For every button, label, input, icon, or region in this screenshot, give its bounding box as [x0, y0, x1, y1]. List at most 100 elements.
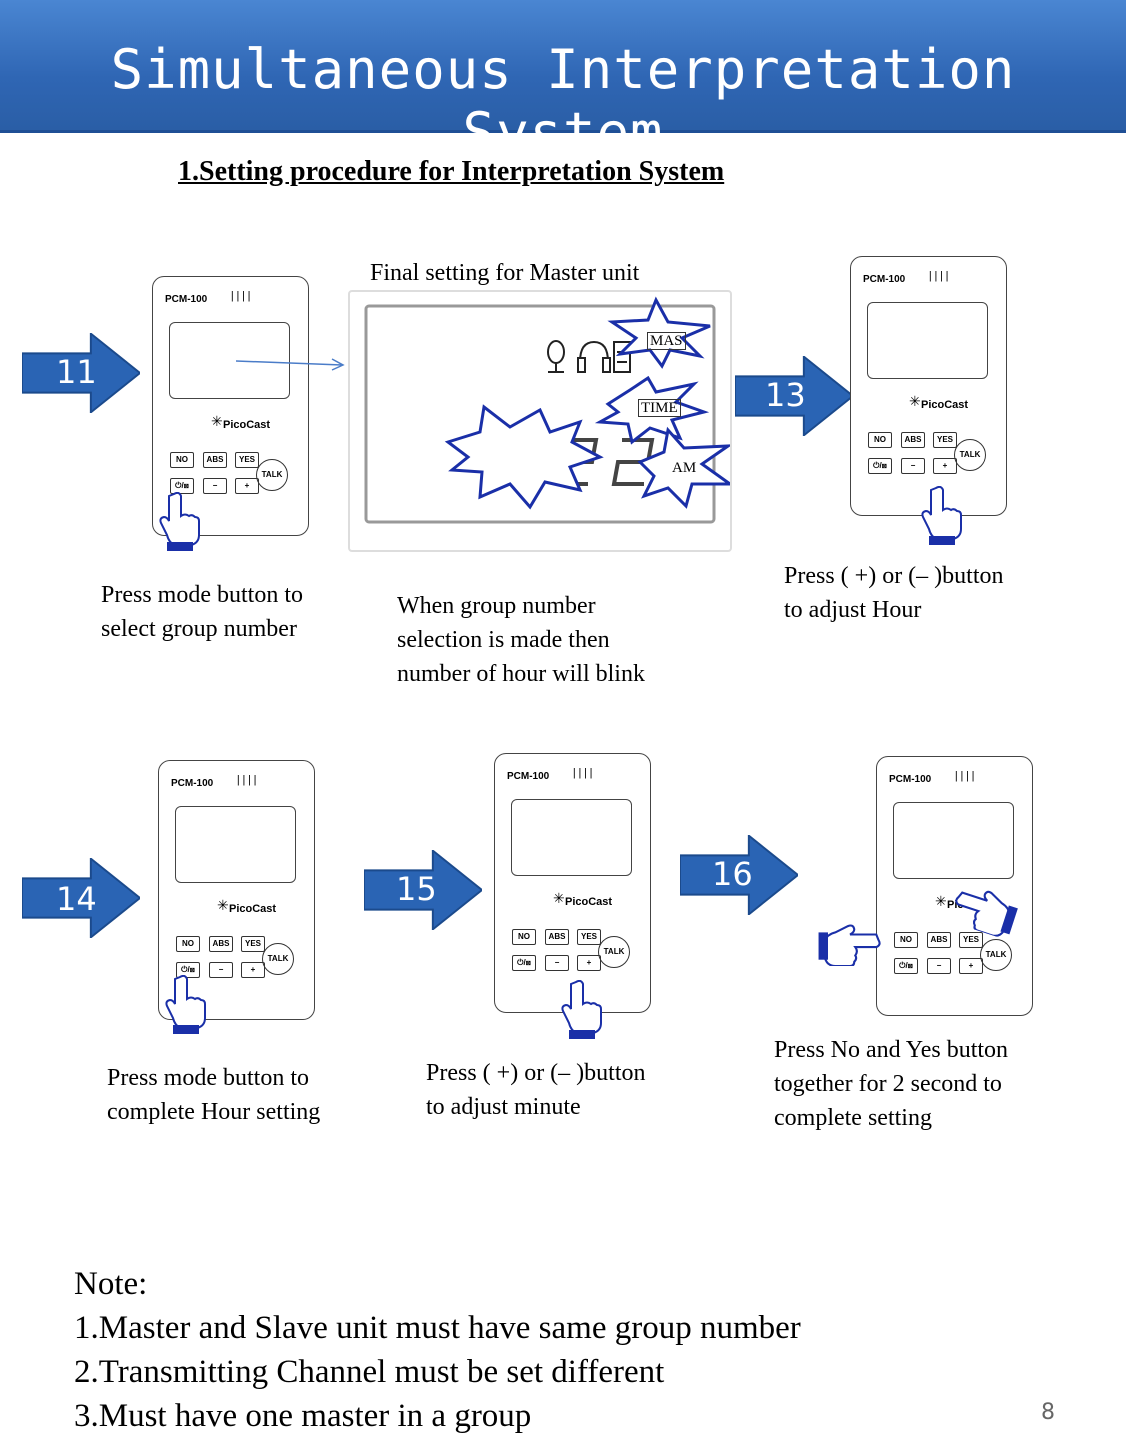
mode-power-button[interactable]: ⏻/⊠: [868, 458, 892, 474]
abs-button[interactable]: ABS: [209, 936, 233, 952]
step-13-arrow: 13: [735, 356, 853, 436]
zoom-connector-arrow: [236, 358, 345, 371]
no-button[interactable]: NO: [512, 929, 536, 945]
minus-button[interactable]: −: [901, 458, 925, 474]
device-brand-label: PicoCast: [921, 399, 969, 411]
abs-button[interactable]: ABS: [927, 932, 951, 948]
pointing-hand-right-icon: [816, 924, 882, 966]
page-number: 8: [1041, 1400, 1055, 1425]
step-15-number: 15: [396, 870, 437, 908]
device-screen: [511, 799, 632, 876]
yes-button[interactable]: YES: [241, 936, 265, 952]
minus-button[interactable]: −: [209, 962, 233, 978]
mode-power-button[interactable]: ⏻/⊠: [176, 962, 200, 978]
mode-power-button[interactable]: ⏻/⊠: [894, 958, 918, 974]
no-button[interactable]: NO: [868, 432, 892, 448]
plus-button[interactable]: +: [577, 955, 601, 971]
pointing-hand-icon: [920, 486, 962, 546]
speaker-grille: ||||: [571, 768, 594, 780]
step-14-arrow: 14: [22, 858, 140, 938]
step-15-arrow: 15: [364, 850, 482, 930]
yes-button[interactable]: YES: [235, 452, 259, 468]
brand-logo-icon: ✳: [935, 895, 947, 910]
speaker-grille: ||||: [953, 771, 976, 783]
minus-button[interactable]: −: [927, 958, 951, 974]
pcm100-device-2: PCM-100 |||| ✳ PicoCast NO ABS YES ⏻/⊠ −…: [850, 256, 1007, 516]
pointing-hand-icon: [164, 975, 206, 1035]
speaker-grille: ||||: [927, 271, 950, 283]
headphones-icon: [577, 340, 611, 373]
device-model-label: PCM-100: [171, 778, 214, 789]
speaker-grille: ||||: [235, 775, 258, 787]
page-title: Simultaneous Interpretation System: [110, 38, 1016, 164]
device-model-label: PCM-100: [165, 294, 208, 305]
microphone-icon: [547, 340, 565, 373]
talk-button[interactable]: TALK: [262, 943, 294, 975]
step-11-arrow: 11: [22, 333, 140, 413]
am-indicator: AM: [672, 460, 697, 476]
plus-button[interactable]: +: [241, 962, 265, 978]
brand-logo-icon: ✳: [909, 395, 921, 410]
step-13-number: 13: [765, 376, 806, 414]
yes-button[interactable]: YES: [577, 929, 601, 945]
notes-heading: Note:: [74, 1266, 148, 1302]
am-burst: [637, 426, 730, 509]
step-16-number: 16: [712, 855, 753, 893]
mode-power-button[interactable]: ⏻/⊠: [512, 955, 536, 971]
notes-section: Note: 1.Master and Slave unit must have …: [74, 1262, 801, 1438]
step-11-number: 11: [56, 353, 97, 391]
plus-button[interactable]: +: [959, 958, 983, 974]
brand-logo-icon: ✳: [211, 415, 223, 430]
device-brand-label: PicoCast: [229, 903, 277, 915]
pointing-hand-icon: [158, 492, 200, 552]
device-model-label: PCM-100: [889, 774, 932, 785]
step-16-arrow: 16: [680, 835, 798, 915]
plus-button[interactable]: +: [235, 478, 259, 494]
yes-button[interactable]: YES: [959, 932, 983, 948]
time-indicator: TIME: [638, 399, 681, 417]
device-screen: [175, 806, 296, 883]
speaker-grille: ||||: [229, 291, 252, 303]
step-14-number: 14: [56, 880, 97, 918]
abs-button[interactable]: ABS: [203, 452, 227, 468]
mas-indicator: MAS: [647, 332, 686, 350]
note-item: 2.Transmitting Channel must be set diffe…: [74, 1354, 665, 1390]
minus-button[interactable]: −: [545, 955, 569, 971]
note-item: 3.Must have one master in a group: [74, 1398, 532, 1434]
minus-button[interactable]: −: [203, 478, 227, 494]
plus-button[interactable]: +: [933, 458, 957, 474]
yes-button[interactable]: YES: [933, 432, 957, 448]
device-model-label: PCM-100: [863, 274, 906, 285]
hour-blink-burst: [444, 404, 604, 510]
brand-logo-icon: ✳: [217, 899, 229, 914]
section-title: 1.Setting procedure for Interpretation S…: [178, 156, 725, 187]
device-screen: [867, 302, 988, 379]
talk-button[interactable]: TALK: [598, 936, 630, 968]
device-model-label: PCM-100: [507, 771, 550, 782]
pointing-hand-icon: [560, 980, 602, 1040]
talk-button[interactable]: TALK: [256, 459, 288, 491]
device-screen: [169, 322, 290, 399]
no-button[interactable]: NO: [170, 452, 194, 468]
device-brand-label: PicoCast: [565, 896, 613, 908]
mode-power-button[interactable]: ⏻/⊠: [170, 478, 194, 494]
no-button[interactable]: NO: [894, 932, 918, 948]
abs-button[interactable]: ABS: [545, 929, 569, 945]
note-item: 1.Master and Slave unit must have same g…: [74, 1310, 801, 1346]
no-button[interactable]: NO: [176, 936, 200, 952]
device-screen: [893, 802, 1014, 879]
talk-button[interactable]: TALK: [954, 439, 986, 471]
pcm100-device-5: PCM-100 |||| ✳ PicoCast NO ABS YES ⏻/⊠ −…: [876, 756, 1033, 1016]
abs-button[interactable]: ABS: [901, 432, 925, 448]
pcm100-device-4: PCM-100 |||| ✳ PicoCast NO ABS YES ⏻/⊠ −…: [494, 753, 651, 1013]
talk-button[interactable]: TALK: [980, 939, 1012, 971]
device-brand-label: PicoCast: [223, 419, 271, 431]
lcd-caption: Final setting for Master unit: [370, 260, 640, 286]
brand-logo-icon: ✳: [553, 892, 565, 907]
